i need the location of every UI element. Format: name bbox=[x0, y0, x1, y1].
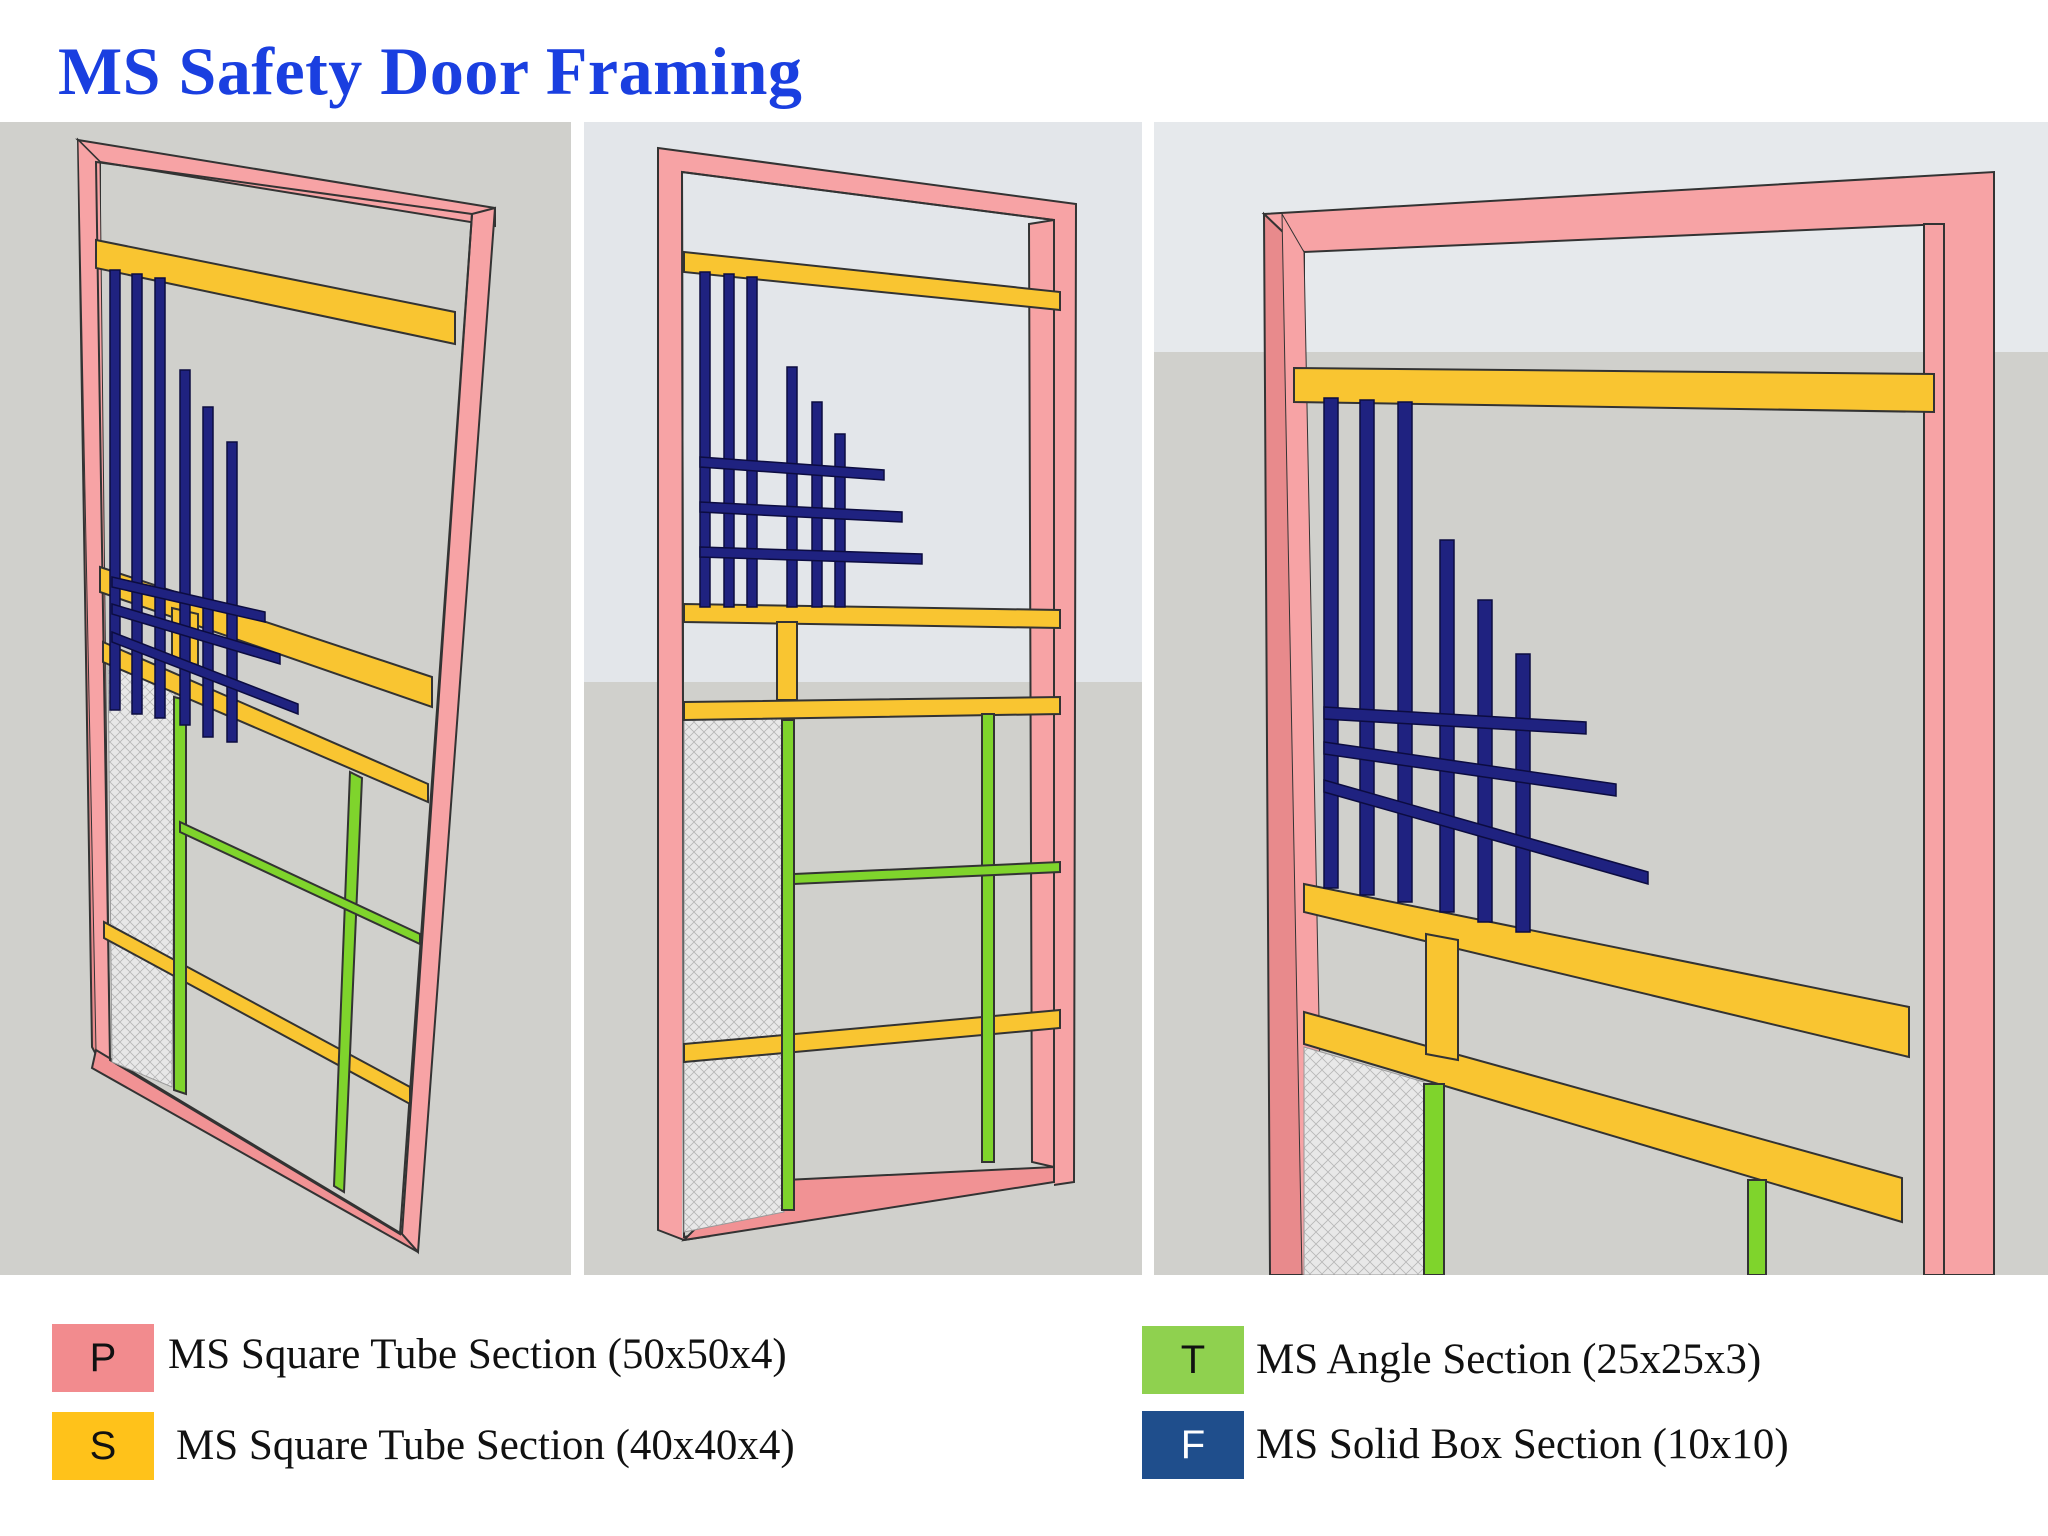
mesh-panel bbox=[107, 661, 176, 1088]
legend-code-s: S bbox=[89, 1423, 117, 1468]
angle-sections bbox=[1423, 1083, 1767, 1275]
legend-label-p: MS Square Tube Section (50x50x4) bbox=[168, 1331, 787, 1378]
legend-label-f: MS Solid Box Section (10x10) bbox=[1256, 1421, 1789, 1468]
perspective-view-center bbox=[584, 122, 1142, 1275]
perspective-view-left bbox=[0, 122, 571, 1275]
legend-code-t: T bbox=[1180, 1337, 1206, 1382]
page-title: MS Safety Door Framing bbox=[58, 33, 803, 109]
angle-sections bbox=[781, 713, 1061, 1211]
legend-code-f: F bbox=[1180, 1422, 1206, 1467]
legend-label-s: MS Square Tube Section (40x40x4) bbox=[176, 1422, 795, 1469]
legend-swatch-f: F bbox=[1142, 1411, 1244, 1479]
angle-sections bbox=[173, 695, 421, 1194]
mesh-panel bbox=[1303, 1046, 1425, 1275]
legend-swatch-p: P bbox=[52, 1324, 154, 1392]
primary-frame bbox=[75, 137, 497, 1255]
solid-box-bars bbox=[1323, 397, 1649, 933]
secondary-rails bbox=[683, 250, 1061, 1064]
legend-label-t: MS Angle Section (25x25x3) bbox=[1256, 1336, 1762, 1383]
solid-box-bars bbox=[699, 271, 923, 608]
legend-swatch-s: S bbox=[52, 1412, 154, 1480]
perspective-view-closeup bbox=[1154, 122, 2048, 1275]
solid-box-bars bbox=[109, 269, 299, 743]
legend-code-p: P bbox=[89, 1335, 117, 1380]
legend-swatch-t: T bbox=[1142, 1326, 1244, 1394]
mesh-panel bbox=[683, 718, 785, 1233]
secondary-rails bbox=[1293, 366, 1935, 1224]
primary-frame bbox=[1261, 170, 1995, 1275]
